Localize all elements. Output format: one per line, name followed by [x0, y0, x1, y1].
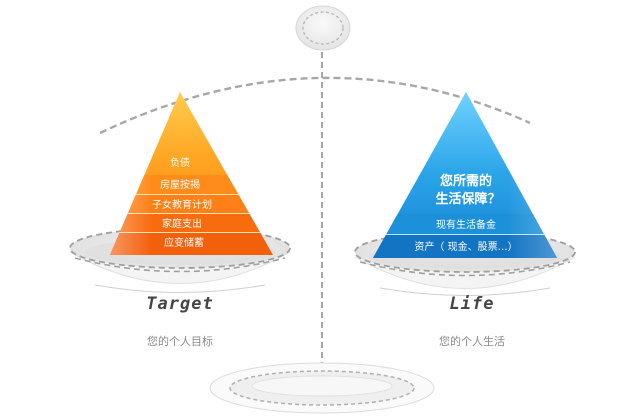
- right-question-line1: 您所需的: [440, 173, 492, 189]
- left-caption: 您的个人目标: [147, 335, 213, 348]
- left-pyramid: 负债 房屋按揭 子女教育计划 家庭支出 应变储蓄: [110, 92, 273, 255]
- left-layer-2: 子女教育计划: [152, 198, 212, 211]
- scale-knob: [295, 5, 351, 51]
- left-layer-3: 家庭支出: [162, 217, 202, 230]
- left-layer-0: 负债: [170, 156, 190, 169]
- left-layer-4: 应变储蓄: [164, 236, 204, 249]
- right-pan-rim: [359, 261, 571, 277]
- right-layer-1: 资产（ 现金、股票…）: [414, 240, 517, 253]
- left-pan-rim: [74, 257, 286, 273]
- scale-base: [209, 362, 435, 414]
- right-pyramid: 您所需的 生活保障？ 现有生活备金 资产（ 现金、股票…）: [373, 92, 557, 258]
- left-title: Target: [146, 294, 214, 314]
- right-question-line2: 生活保障？: [435, 191, 500, 207]
- right-title: Life: [449, 294, 495, 314]
- right-caption: 您的个人生活: [439, 335, 505, 348]
- right-layer-0: 现有生活备金: [436, 218, 496, 231]
- left-layer-1: 房屋按揭: [160, 178, 200, 191]
- scale-beam: [99, 76, 531, 135]
